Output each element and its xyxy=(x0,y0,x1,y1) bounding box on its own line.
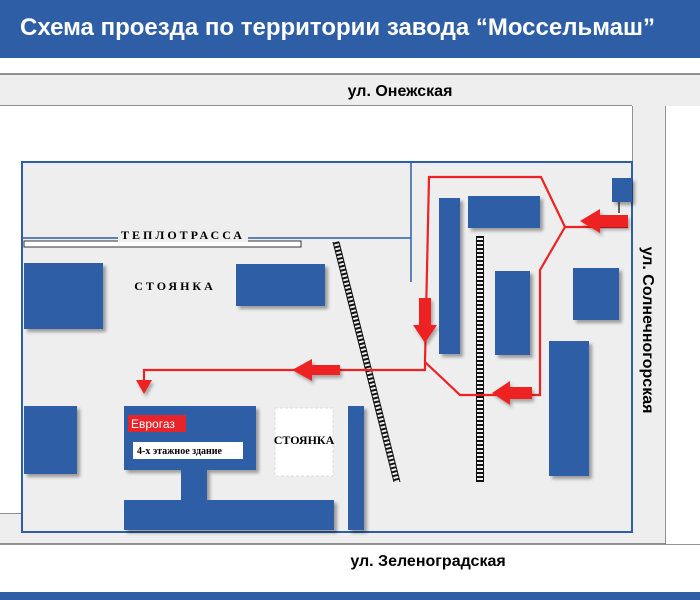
building-connector xyxy=(181,470,207,502)
heating-main-label: ТЕПЛОТРАССА xyxy=(121,228,245,242)
heating-main-label-bg xyxy=(118,228,248,242)
building-north-east xyxy=(468,196,540,228)
route-arrow-entry xyxy=(580,209,628,233)
footer-bar xyxy=(0,592,700,600)
building-east-long xyxy=(549,341,589,476)
building-west-top xyxy=(24,263,103,329)
street-south-label: ул. Зеленоградская xyxy=(350,553,505,570)
tenant-badge-text: Еврогаз xyxy=(131,417,175,431)
railway-diagonal xyxy=(332,241,401,483)
building-tall-1 xyxy=(439,198,460,354)
building-tall-2 xyxy=(495,271,530,355)
route-arrows xyxy=(136,209,628,405)
building-narrow xyxy=(348,406,364,530)
checkpoint xyxy=(612,178,632,202)
route-arrow-left-west xyxy=(292,359,340,381)
building-caption-bg xyxy=(133,442,243,459)
route-arrow-destination xyxy=(136,380,152,394)
railway-vertical xyxy=(476,236,484,482)
building-east xyxy=(573,268,619,320)
parking-label-2: СТОЯНКА xyxy=(274,433,335,447)
parking-label-1: СТОЯНКА xyxy=(134,279,216,293)
building-west-bottom xyxy=(24,406,77,474)
building-south xyxy=(124,500,334,530)
building-caption: 4-х этажное здание xyxy=(137,446,223,457)
route-arrow-down xyxy=(413,298,437,343)
block-east xyxy=(666,106,700,544)
route-path xyxy=(142,175,628,397)
parking-area-2 xyxy=(274,407,334,477)
street-east-label: ул. Солнечногорская xyxy=(639,247,656,414)
building-parking-1 xyxy=(236,264,325,306)
tenant-badge xyxy=(128,415,186,432)
header-bar: Схема проезда по территории завода “Мосс… xyxy=(0,0,700,58)
route-arrow-left-east xyxy=(492,381,532,405)
page-title: Схема проезда по территории завода “Мосс… xyxy=(20,14,656,41)
street-north-label: ул. Онежская xyxy=(348,83,453,100)
